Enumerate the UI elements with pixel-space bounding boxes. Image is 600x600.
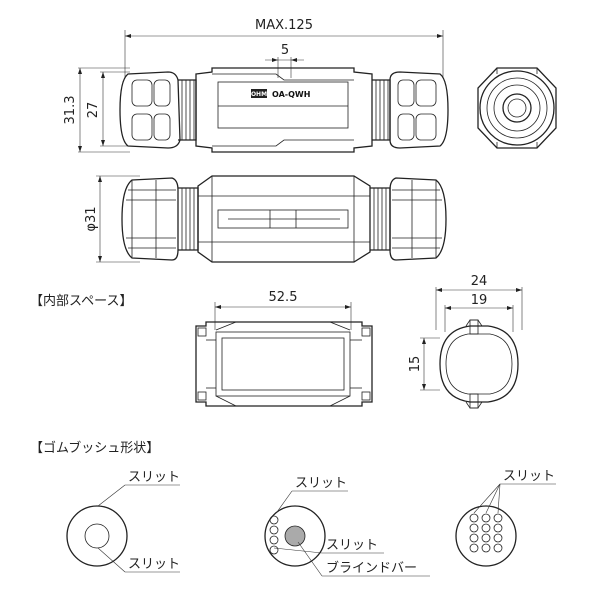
side-view-middle: [121, 175, 447, 263]
inner-width-outer-label: 24: [471, 274, 488, 289]
dimension-diameter: φ31: [84, 175, 140, 263]
grommet-shape-heading: 【ゴムブッシュ形状】: [30, 440, 159, 456]
grommet2-slit-top-label: スリット: [295, 476, 347, 491]
gap-label: 5: [281, 43, 289, 58]
inner-space-heading: 【内部スペース】: [30, 293, 132, 309]
blind-bar-label: ブラインドバー: [326, 560, 417, 576]
grommet1-slit-bottom-label: スリット: [128, 557, 180, 572]
dimension-inner-height: 15: [408, 337, 440, 391]
height-inner-label: 27: [86, 102, 101, 119]
grommet-type-3: スリット: [455, 469, 556, 567]
height-outer-label: 31.3: [63, 96, 78, 125]
model-text: OA-QWH: [272, 90, 310, 99]
brand-text: OHM: [251, 91, 267, 98]
grommet-type-2: スリット スリット ブラインドバー: [264, 476, 430, 577]
inner-height-label: 15: [408, 356, 423, 373]
inner-length-label: 52.5: [269, 290, 298, 305]
dimension-inner-length: 52.5: [214, 290, 352, 330]
blind-bar: [284, 525, 306, 547]
dimension-height: 31.3 27: [63, 67, 130, 153]
inner-cross-section: [439, 319, 519, 409]
grommet-type-1: スリット スリット: [66, 470, 180, 573]
dimension-gap: 5: [265, 43, 304, 78]
grommet3-slit-label: スリット: [503, 469, 555, 484]
grommet2-slit-mid-label: スリット: [326, 538, 378, 553]
dimension-inner-width: 24 19: [435, 274, 523, 332]
end-view: [477, 67, 557, 149]
inner-space-view: [195, 321, 373, 407]
grommet1-slit-top-label: スリット: [128, 470, 180, 485]
brand-logo: [251, 89, 267, 98]
diameter-label: φ31: [84, 206, 99, 231]
side-view-top: OHM OA-QWH: [119, 67, 449, 153]
dimension-total-length: MAX.125: [124, 18, 444, 78]
inner-width-inner-label: 19: [471, 293, 488, 308]
total-length-label: MAX.125: [255, 18, 313, 33]
